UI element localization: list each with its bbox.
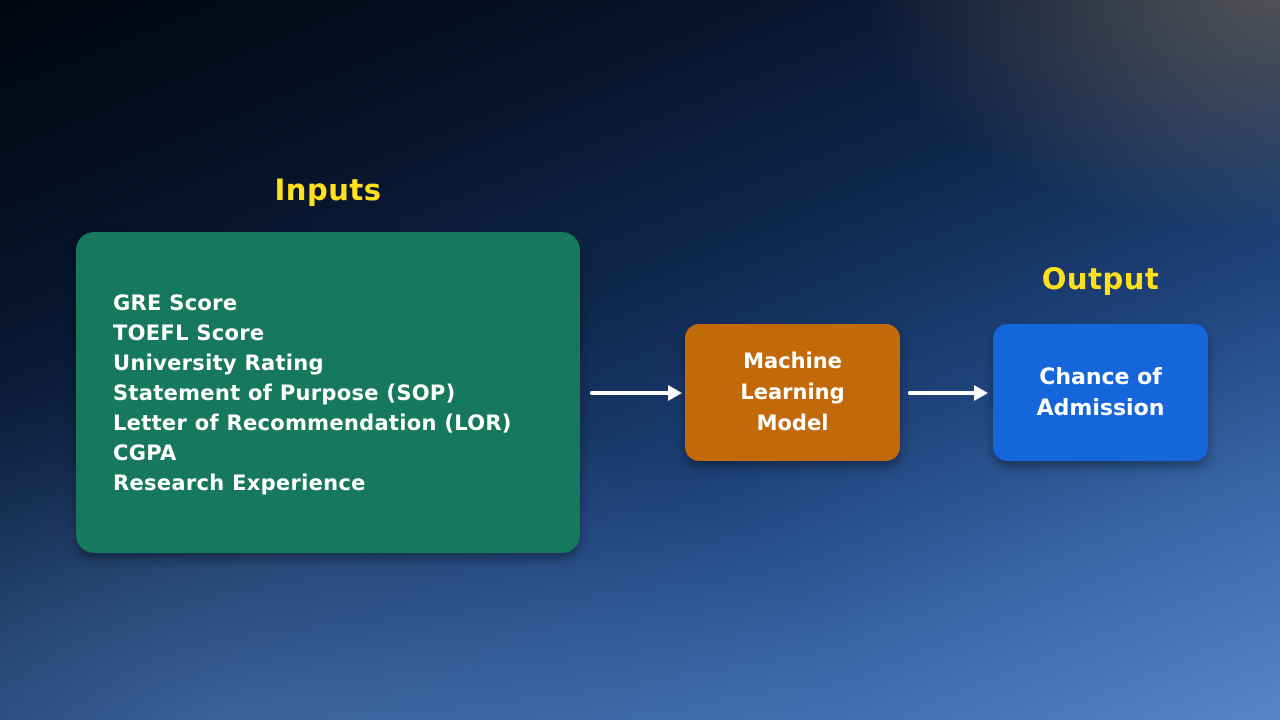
arrow-shaft — [590, 391, 670, 395]
output-node-label: Chance of Admission — [1036, 364, 1165, 421]
arrow-shaft — [908, 391, 976, 395]
output-heading: Output — [1041, 262, 1160, 296]
model-node: Machine Learning Model — [685, 324, 900, 461]
inputs-node: GRE Score TOEFL Score University Rating … — [76, 232, 580, 553]
arrow-head-icon — [974, 385, 988, 401]
input-item-sop: Statement of Purpose (SOP) — [113, 380, 456, 405]
arrow-inputs-to-model — [590, 385, 682, 401]
inputs-heading: Inputs — [274, 173, 382, 207]
arrow-model-to-output — [908, 385, 988, 401]
input-item-university-rating: University Rating — [113, 350, 324, 375]
input-item-toefl: TOEFL Score — [113, 320, 265, 345]
input-item-lor: Letter of Recommendation (LOR) — [113, 410, 512, 435]
output-node: Chance of Admission — [993, 324, 1208, 461]
input-item-research: Research Experience — [113, 470, 366, 495]
input-item-gre: GRE Score — [113, 290, 238, 315]
input-item-cgpa: CGPA — [113, 440, 177, 465]
model-node-label: Machine Learning Model — [740, 349, 845, 435]
arrow-head-icon — [668, 385, 682, 401]
